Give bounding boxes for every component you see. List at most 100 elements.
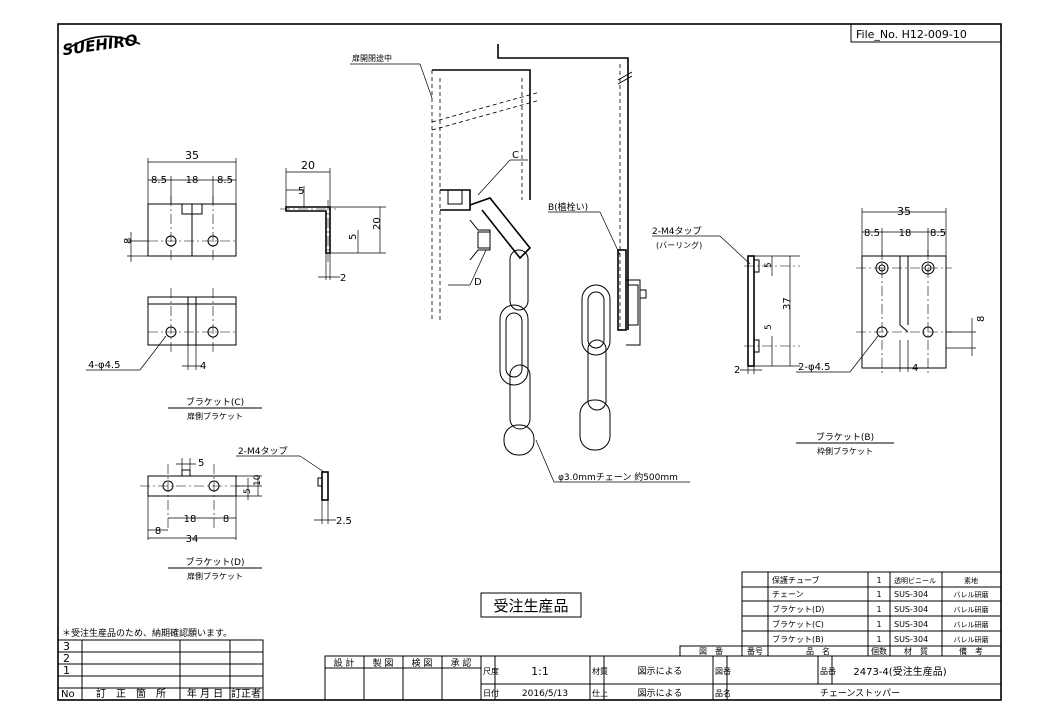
hinmei-label: 品名 — [715, 688, 731, 698]
svg-text:バレル研磨: バレル研磨 — [954, 605, 989, 614]
order-stamp-box — [480, 592, 582, 618]
revision-row-2: 2 — [63, 652, 70, 665]
svg-text:1: 1 — [876, 576, 881, 585]
svg-text:バレル研磨: バレル研磨 — [954, 620, 989, 629]
revision-table — [57, 639, 264, 701]
scale-label: 尺度 — [483, 666, 499, 676]
material-value: 図示による — [638, 666, 683, 677]
date-label: 日付 — [483, 688, 499, 698]
dim-b-2: 2 — [734, 365, 740, 376]
dim-side-20v: 20 — [372, 217, 383, 230]
svg-text:1: 1 — [876, 620, 881, 629]
label-tap-m4-b: 2-M4タップ — [652, 226, 701, 237]
dim-side-20: 20 — [301, 159, 315, 172]
parts-row: ブラケット(C) 1 SUS-304 バレル研磨 — [772, 619, 989, 629]
label-b: B(植栓い) — [548, 201, 588, 213]
file-no: File_No. H12-009-10 — [856, 28, 967, 41]
svg-text:透明ビニール: 透明ビニール — [894, 576, 936, 585]
svg-text:1: 1 — [876, 635, 881, 644]
dim-d-5: 5 — [198, 458, 204, 469]
dim-bb-35: 35 — [897, 205, 911, 218]
parts-header-kosu: 個数 — [871, 646, 887, 656]
parts-row: 保護チューブ 1 透明ビニール 素地 — [772, 575, 978, 585]
title-block — [324, 655, 1002, 701]
file-no-box — [850, 23, 1002, 43]
parts-header-biko: 備 考 — [959, 646, 983, 656]
caption-bracket-d: ブラケット(D) — [186, 556, 245, 568]
svg-text:SUS-304: SUS-304 — [894, 620, 928, 629]
material-label: 材質 — [592, 666, 608, 676]
dim-d-10v: 10 — [253, 474, 263, 486]
revision-header-place: 訂 正 箇 所 — [96, 687, 166, 700]
dim-c-8: 8 — [123, 238, 134, 244]
hinban-value: 2473-4(受注生産品) — [853, 665, 946, 678]
bracket-d-side — [236, 455, 336, 524]
label-c: C — [512, 150, 519, 161]
dim-c-35: 35 — [185, 149, 199, 162]
dim-bb-8-5-right: 8.5 — [930, 228, 946, 239]
scale-value: 1:1 — [531, 665, 549, 678]
svg-text:ブラケット(B): ブラケット(B) — [772, 634, 824, 644]
label-hole-b: 2-φ4.5 — [798, 362, 830, 373]
suehiro-logo: SUEHIRO — [61, 31, 141, 59]
revision-header-no: No — [61, 689, 75, 700]
dim-side-5: 5 — [298, 186, 304, 197]
dim-c-4: 4 — [200, 361, 206, 372]
bracket-c-top — [86, 288, 237, 371]
svg-text:SUS-304: SUS-304 — [894, 635, 928, 644]
bracket-c-side — [280, 168, 386, 280]
dim-c-8-5-right: 8.5 — [217, 175, 233, 186]
dim-d-8-right: 8 — [223, 514, 229, 525]
caption-bracket-b-sub: 枠側ブラケット — [817, 446, 873, 456]
revision-header-by: 訂正者 — [231, 687, 261, 700]
caption-bracket-d-sub: 扉側ブラケット — [187, 571, 243, 581]
finish-value: 図示による — [638, 688, 683, 699]
dim-d-18: 18 — [184, 514, 197, 525]
order-stamp: 受注生産品 — [493, 597, 568, 615]
caption-bracket-b: ブラケット(B) — [816, 431, 874, 443]
dim-d-34: 34 — [186, 534, 199, 545]
caption-bracket-c: ブラケット(C) — [186, 396, 244, 408]
label-burring: (バーリング) — [656, 240, 702, 250]
dim-b-5b: 5 — [764, 324, 774, 330]
parts-row: ブラケット(D) 1 SUS-304 バレル研磨 — [772, 604, 989, 614]
approval-approve: 承 認 — [451, 657, 472, 669]
parts-list — [679, 571, 1002, 657]
logo-text: SUEHIRO — [61, 31, 139, 59]
svg-text:バレル研磨: バレル研磨 — [954, 590, 989, 599]
dim-c-18: 18 — [186, 175, 199, 186]
parts-header-hinmei: 品 名 — [806, 646, 830, 656]
dim-c-8-5-left: 8.5 — [151, 175, 167, 186]
label-d: D — [474, 277, 482, 288]
dim-d-2-5: 2.5 — [336, 516, 352, 527]
dim-bb-8-5-left: 8.5 — [864, 228, 880, 239]
date-value: 2016/5/13 — [522, 689, 568, 699]
svg-text:1: 1 — [876, 590, 881, 599]
label-hole-c: 4-φ4.5 — [88, 360, 120, 371]
label-door-open: 扉開閉途中 — [352, 53, 392, 63]
revision-header-date: 年 月 日 — [187, 687, 223, 700]
svg-text:チェーン: チェーン — [772, 590, 804, 599]
parts-row: チェーン 1 SUS-304 バレル研磨 — [772, 590, 989, 599]
zuban-label: 図番 — [715, 666, 731, 676]
hinmei-value: チェーンストッパー — [820, 688, 900, 699]
dim-b-5a: 5 — [764, 262, 774, 268]
dim-bb-18: 18 — [899, 228, 912, 239]
label-chain: φ3.0mmチェーン 約500mm — [558, 471, 678, 483]
svg-text:ブラケット(C): ブラケット(C) — [772, 619, 824, 629]
door-assembly: 扉開閉途中 C D — [350, 44, 690, 483]
dim-side-5v: 5 — [348, 234, 359, 240]
svg-text:SUS-304: SUS-304 — [894, 605, 928, 614]
note-text: ＊受注生産品のため、納期確認願います。 — [62, 627, 232, 639]
approval-check: 検 図 — [412, 657, 433, 669]
dim-side-2: 2 — [340, 273, 346, 284]
revision-row-1: 1 — [63, 664, 70, 677]
dim-d-8-left: 8 — [155, 526, 161, 537]
svg-text:SUS-304: SUS-304 — [894, 590, 928, 599]
dim-bb-8: 8 — [976, 316, 987, 322]
finish-label: 仕上 — [592, 688, 608, 698]
approval-draft: 製 図 — [373, 657, 394, 669]
parts-header-bango: 番号 — [747, 646, 763, 656]
dim-d-5v: 5 — [243, 488, 253, 494]
caption-bracket-c-sub: 扉側ブラケット — [187, 411, 243, 421]
